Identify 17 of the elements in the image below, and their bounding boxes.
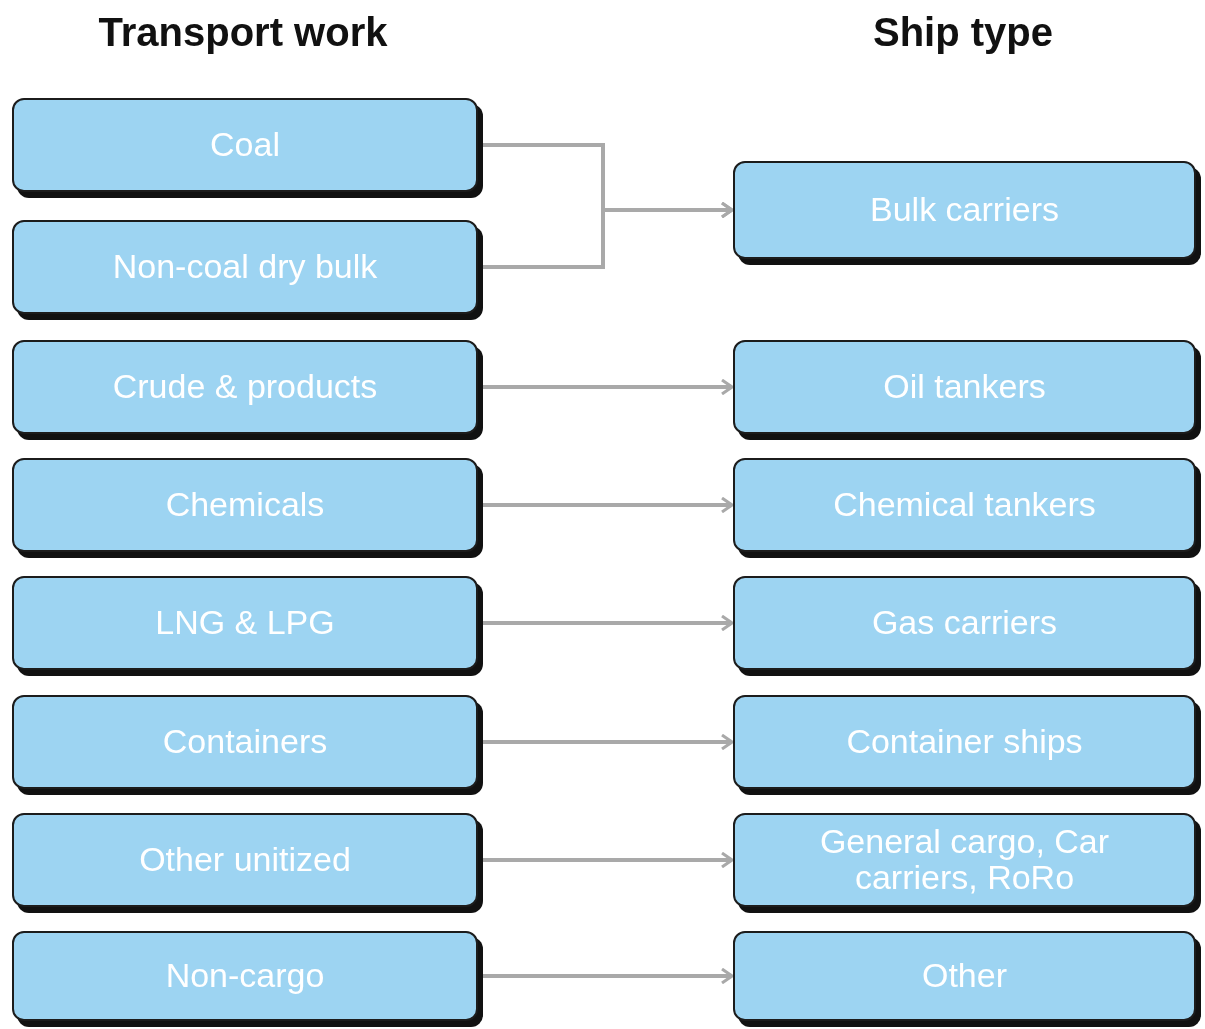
box-label: Other [921,958,1007,994]
box-label: Gas carriers [871,605,1058,641]
box-label: Chemical tankers [833,487,1096,523]
column-heading: Transport work [98,10,388,55]
box-label: LNG & LPG [155,605,335,641]
box-label: Bulk carriers [870,192,1059,228]
box-label: Coal [210,127,280,163]
box-label: Containers [162,724,328,760]
box-label: Crude & products [112,369,378,405]
box-label: Chemicals [165,487,325,523]
box-label: Other unitized [139,842,351,878]
column-heading: Ship type [873,10,1053,55]
box-label: Container ships [846,724,1083,760]
box-label: General cargo, Car carriers, RoRo [818,824,1111,896]
box-label: Oil tankers [883,369,1046,405]
box-label: Non-cargo [165,958,325,994]
box-label: Non-coal dry bulk [112,249,378,285]
